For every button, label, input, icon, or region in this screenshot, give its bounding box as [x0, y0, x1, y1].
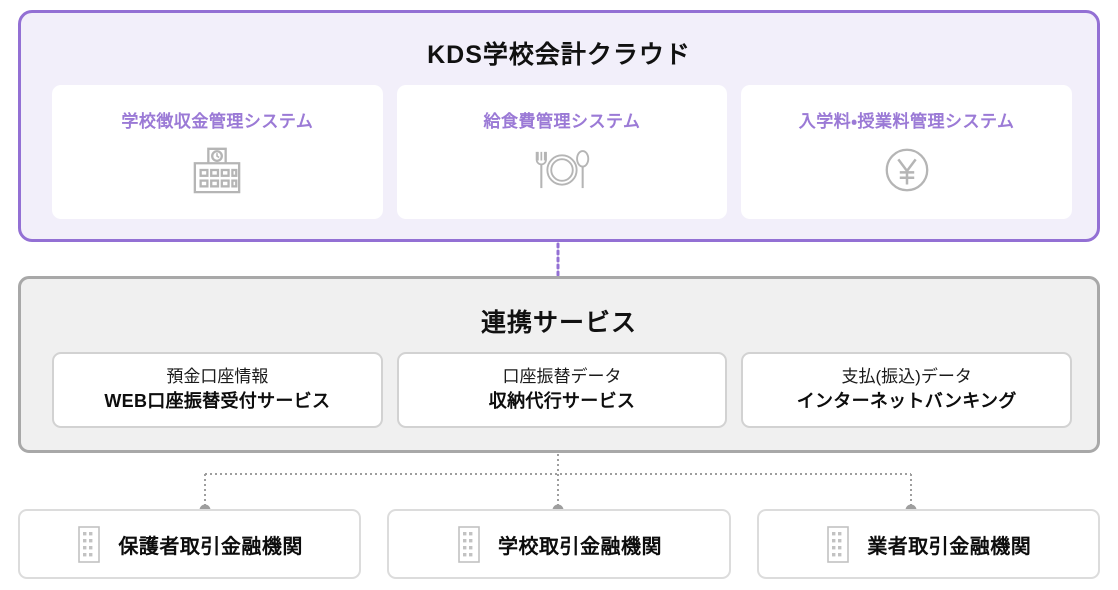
cloud-card-label: 学校徴収金管理システム: [121, 112, 314, 131]
bank-card-label: 業者取引金融機関: [867, 535, 1032, 558]
service-card-subtitle: 支払(振込)データ: [841, 367, 972, 387]
cloud-card-school-collection[interactable]: 学校徴収金管理システム: [52, 85, 383, 219]
bank-card-label: 保護者取引金融機関: [118, 535, 303, 558]
service-card-web-account-transfer[interactable]: 預金口座情報 WEB口座振替受付サービス: [52, 352, 383, 428]
cutlery-plate-icon: [531, 144, 593, 196]
service-card-subtitle: 預金口座情報: [166, 367, 269, 387]
linkage-service-section: 連携サービス 預金口座情報 WEB口座振替受付サービス 口座振替データ 収納代行…: [18, 276, 1100, 453]
bank-card-label: 学校取引金融機関: [497, 535, 662, 558]
cloud-section: KDS学校会計クラウド 学校徴収金管理システム: [18, 10, 1100, 242]
bank-building-icon: [825, 524, 851, 564]
service-card-title: インターネットバンキング: [796, 391, 1017, 412]
service-card-title: 収納代行サービス: [488, 391, 636, 412]
financial-institution-row: 保護者取引金融機関 学校取引金融機関: [18, 509, 1100, 579]
service-card-subtitle: 口座振替データ: [502, 367, 622, 387]
service-card-collection-agency[interactable]: 口座振替データ 収納代行サービス: [396, 352, 728, 428]
cloud-card-school-lunch[interactable]: 給食費管理システム: [396, 85, 728, 219]
cloud-card-label: 入学料・授業料管理システム: [798, 112, 1015, 131]
bank-card-vendor[interactable]: 業者取引金融機関: [756, 509, 1100, 579]
service-card-title: WEB口座振替受付サービス: [104, 391, 331, 412]
bank-building-icon: [76, 524, 102, 564]
bank-building-icon: [456, 524, 482, 564]
yen-circle-icon: [876, 144, 938, 196]
linkage-service-title: 連携サービス: [480, 309, 637, 337]
bank-card-school[interactable]: 学校取引金融機関: [387, 509, 731, 579]
cloud-section-title: KDS学校会計クラウド: [427, 41, 691, 69]
cloud-card-label: 給食費管理システム: [483, 112, 641, 131]
cloud-card-list: 学校徴収金管理システム: [52, 85, 1073, 219]
linkage-service-card-list: 預金口座情報 WEB口座振替受付サービス 口座振替データ 収納代行サービス 支払…: [52, 352, 1073, 428]
service-card-internet-banking[interactable]: 支払(振込)データ インターネットバンキング: [741, 352, 1073, 428]
cloud-card-tuition[interactable]: 入学料・授業料管理システム: [741, 85, 1073, 219]
school-building-clock-icon: [186, 144, 248, 196]
bank-card-guardian[interactable]: 保護者取引金融機関: [18, 509, 362, 579]
